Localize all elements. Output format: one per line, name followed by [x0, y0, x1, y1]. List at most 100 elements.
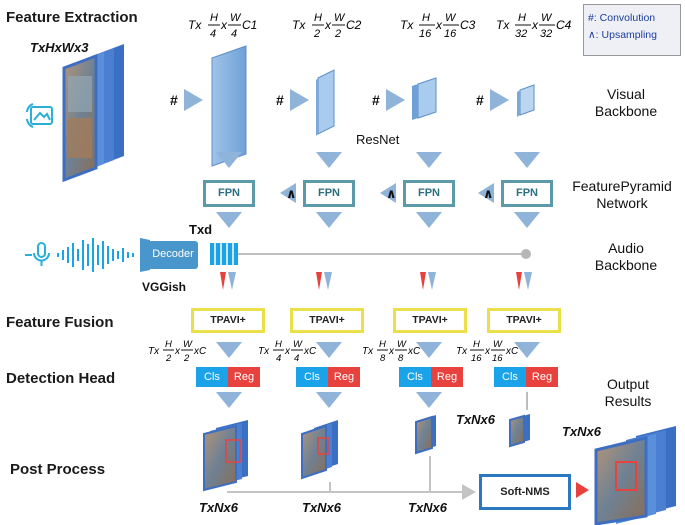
svg-text:x: x — [435, 18, 443, 32]
svg-text:Tx: Tx — [400, 18, 414, 32]
svg-text:16: 16 — [419, 28, 432, 40]
svg-text:x: x — [484, 346, 491, 357]
bs1-num1: H — [210, 12, 218, 24]
txnx6-level-3: TxNx6 — [408, 500, 448, 515]
txnx6-output: TxNx6 — [562, 424, 602, 439]
svg-text:2: 2 — [165, 353, 172, 364]
svg-text:W: W — [493, 339, 503, 350]
svg-text:C2: C2 — [346, 18, 362, 32]
fpn-box-2: FPN — [303, 180, 355, 207]
conv-arrow-2 — [290, 89, 309, 111]
detections-level-4 — [509, 414, 530, 448]
detections-level-2 — [301, 420, 338, 480]
tpavi-box-1: TPAVI+ — [191, 308, 265, 333]
svg-text:xC: xC — [193, 346, 207, 357]
fusion-shape-4: Tx H 16 x W 16 xC — [456, 337, 532, 372]
audio-waveform — [57, 238, 134, 272]
down-arrow-fpn-4 — [514, 212, 540, 228]
output-frames — [594, 426, 676, 525]
down-arrow-head-2 — [316, 392, 342, 408]
down-arrow-tpavi-4 — [514, 342, 540, 358]
microphone-icon — [25, 242, 50, 266]
svg-text:xC: xC — [407, 346, 421, 357]
vggish-label: VGGish — [142, 280, 187, 294]
nms-output-arrow — [576, 482, 589, 498]
svg-text:C4: C4 — [556, 18, 572, 32]
legend-convolution: #: Convolution — [588, 12, 656, 24]
txd-label: Txd — [189, 222, 213, 237]
svg-text:8: 8 — [398, 353, 404, 364]
output-results-label: Output Results — [604, 376, 652, 409]
reg-head-4: Reg — [526, 367, 558, 387]
bs1-den2: 4 — [231, 28, 237, 40]
down-arrow-tpavi-2 — [316, 342, 342, 358]
svg-text:4: 4 — [276, 353, 281, 364]
legend: #: Convolution ∧: Upsampling — [583, 4, 681, 56]
resnet-label: ResNet — [356, 132, 400, 147]
svg-text:xC: xC — [303, 346, 317, 357]
txnx6-level-1: TxNx6 — [199, 500, 239, 515]
bs1-den1: 4 — [210, 28, 216, 40]
audio-line-end — [521, 249, 531, 259]
svg-text:16: 16 — [444, 28, 457, 40]
svg-text:32: 32 — [515, 28, 527, 40]
svg-text:H: H — [165, 339, 172, 350]
svg-text:2: 2 — [334, 28, 341, 40]
down-arrow-fpn-2 — [316, 212, 342, 228]
cls-head-3: Cls — [399, 367, 431, 387]
fpn-box-4: FPN — [501, 180, 553, 207]
fusion-shape-1: Tx H 2 x W 2 xC — [148, 337, 218, 372]
svg-text:W: W — [445, 12, 457, 24]
cls-head-4: Cls — [494, 367, 526, 387]
svg-text:W: W — [397, 339, 407, 350]
down-arrow-bb-4 — [514, 152, 540, 168]
svg-text:8: 8 — [380, 353, 386, 364]
fpn-left-arrow-3 — [478, 183, 494, 203]
conv-symbol-3: # — [372, 92, 380, 108]
feature-extraction-label: Feature Extraction — [6, 9, 138, 26]
svg-text:x: x — [220, 18, 228, 32]
svg-text:x: x — [174, 346, 181, 357]
feature-pyramid-label: FeaturePyramid Network — [572, 178, 672, 211]
txnx6-level-2: TxNx6 — [302, 500, 342, 515]
conv-symbol-4: # — [476, 92, 484, 108]
down-arrow-fpn-3 — [416, 212, 442, 228]
conv-arrow-1 — [184, 89, 203, 111]
svg-text:Tx: Tx — [496, 18, 510, 32]
svg-text:Tx: Tx — [258, 346, 270, 357]
svg-text:H: H — [518, 12, 526, 24]
svg-text:H: H — [314, 12, 322, 24]
fpn-box-1: FPN — [203, 180, 255, 207]
cls-head-1: Cls — [196, 367, 228, 387]
decoder-box: Decoder — [148, 241, 198, 269]
svg-text:4: 4 — [294, 353, 299, 364]
reg-head-3: Reg — [431, 367, 463, 387]
svg-text:Tx: Tx — [456, 346, 468, 357]
svg-text:W: W — [293, 339, 303, 350]
svg-text:Tx: Tx — [148, 346, 160, 357]
tpavi-box-4: TPAVI+ — [487, 308, 561, 333]
down-arrow-head-3 — [416, 392, 442, 408]
reg-head-1: Reg — [228, 367, 260, 387]
svg-text:2: 2 — [183, 353, 190, 364]
svg-text:H: H — [379, 339, 386, 350]
image-icon — [26, 103, 53, 128]
fpn-left-arrow-2 — [380, 183, 396, 203]
svg-text:16: 16 — [492, 353, 503, 364]
svg-text:Tx: Tx — [362, 346, 374, 357]
svg-text:H: H — [422, 12, 430, 24]
upsample-symbol-1: ∧ — [286, 186, 297, 201]
backbone-slab-3 — [412, 77, 437, 120]
svg-text:W: W — [541, 12, 553, 24]
backbone-slab-1 — [211, 45, 247, 167]
feature-fusion-label: Feature Fusion — [6, 314, 114, 331]
conv-symbol-2: # — [276, 92, 284, 108]
input-shape-label: TxHxWx3 — [30, 40, 89, 55]
tpavi-box-2: TPAVI+ — [290, 308, 364, 333]
post-process-label: Post Process — [10, 461, 106, 478]
upsample-symbol-3: ∧ — [483, 186, 494, 201]
down-arrow-head-1 — [216, 392, 242, 408]
down-arrow-bb-3 — [416, 152, 442, 168]
fpn-box-3: FPN — [403, 180, 455, 207]
